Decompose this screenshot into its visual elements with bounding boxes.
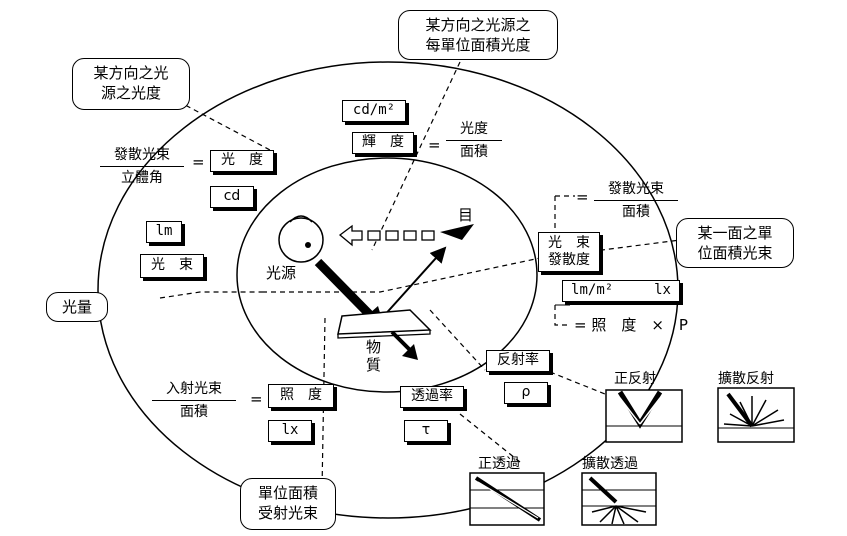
intensity-name-box: 光 度 (210, 150, 274, 172)
illuminance-fraction: 入射光束 面積 (152, 380, 236, 421)
exitance-name-box: 光 束 發散度 (538, 232, 600, 272)
incident-ray (314, 258, 377, 322)
exitance-relation: = 照 度 × P (574, 316, 688, 334)
callout-line: 每單位面積光度 (425, 36, 531, 54)
luminance-arrow (338, 224, 435, 247)
luminance-unit-box: cd/m² (342, 100, 406, 122)
reflectance-name-box: 反射率 (486, 350, 550, 372)
diffuse-reflection-label: 擴散反射 (718, 371, 774, 387)
exitance-unit-box: lm/m² lx (562, 280, 680, 302)
fraction-bar (100, 166, 184, 167)
exitance-name-line: 發散度 (548, 252, 590, 268)
reflectance-symbol-box: ρ (504, 382, 548, 404)
intensity-unit-box: cd (210, 186, 254, 208)
fraction-numerator: 發散光束 (608, 181, 664, 197)
callout-line: 源之光度 (100, 84, 161, 102)
luminance-fraction: 光度 面積 (446, 120, 502, 161)
flux-name-box: 光 束 (140, 254, 204, 278)
callout-quantity-of-light: 光量 (46, 292, 108, 322)
eye-label: 目 (458, 206, 474, 224)
callout-line: 單位面積 (257, 484, 318, 502)
illuminance-name-box: 照 度 (268, 384, 334, 408)
callout-luminance-definition: 某方向之光源之 每單位面積光度 (398, 10, 558, 60)
exitance-unit-b: lx (654, 282, 671, 298)
regular-transmission-sample (469, 472, 545, 526)
exitance-unit-a: lm/m² (571, 282, 614, 298)
luminance-name-box: 輝 度 (352, 132, 414, 154)
material-label-1: 物 (366, 338, 382, 356)
callout-line: 某一面之單 (697, 224, 773, 242)
callout-line: 位面積光束 (697, 244, 773, 262)
callout-line: 某方向之光源之 (425, 16, 531, 34)
exitance-fraction: 發散光束 面積 (594, 180, 678, 221)
callout-line: 受射光束 (257, 504, 318, 522)
eye-shape (440, 224, 474, 240)
flux-unit-box: lm (146, 221, 182, 243)
diffuse-transmission-label: 擴散透過 (582, 456, 638, 472)
fraction-numerator: 光度 (460, 121, 488, 137)
transmittance-symbol-box: τ (404, 420, 448, 442)
regular-transmission-label: 正透過 (478, 456, 520, 472)
callout-intensity-definition: 某方向之光 源之光度 (72, 58, 190, 110)
fraction-denominator: 立體角 (121, 170, 163, 186)
equals-sign: = (576, 188, 589, 206)
dashed-connectors (159, 61, 681, 491)
equals-sign: = (192, 153, 205, 171)
diffuse-transmission-sample (581, 472, 657, 526)
inner-circle (236, 157, 538, 393)
callout-exitance-definition: 某一面之單 位面積光束 (676, 218, 794, 268)
fraction-denominator: 面積 (180, 404, 208, 420)
diffuse-reflection-sample (717, 387, 795, 443)
exitance-name-line: 光 束 (548, 235, 590, 251)
material-slab (337, 309, 432, 335)
equals-sign: = (428, 136, 441, 154)
fraction-numerator: 入射光束 (166, 381, 222, 397)
material-label-2: 質 (366, 356, 382, 374)
fraction-bar (152, 400, 236, 401)
specular-reflection-sample (605, 389, 683, 443)
light-source-bulb (278, 215, 324, 263)
callout-line: 某方向之光 (93, 64, 169, 82)
illuminance-unit-box: lx (268, 420, 312, 442)
equals-sign: = (250, 390, 263, 408)
intensity-fraction: 發散光束 立體角 (100, 146, 184, 187)
reflected-ray (381, 246, 447, 319)
fraction-bar (594, 200, 678, 201)
fraction-denominator: 面積 (460, 144, 488, 160)
fraction-denominator: 面積 (622, 204, 650, 220)
fraction-bar (446, 140, 502, 141)
fraction-numerator: 發散光束 (114, 147, 170, 163)
callout-line: 光量 (61, 298, 92, 316)
callout-illuminance-definition: 單位面積 受射光束 (240, 478, 336, 530)
specular-reflection-label: 正反射 (614, 371, 656, 387)
light-source-label: 光源 (266, 264, 297, 282)
transmittance-name-box: 透過率 (400, 386, 464, 408)
